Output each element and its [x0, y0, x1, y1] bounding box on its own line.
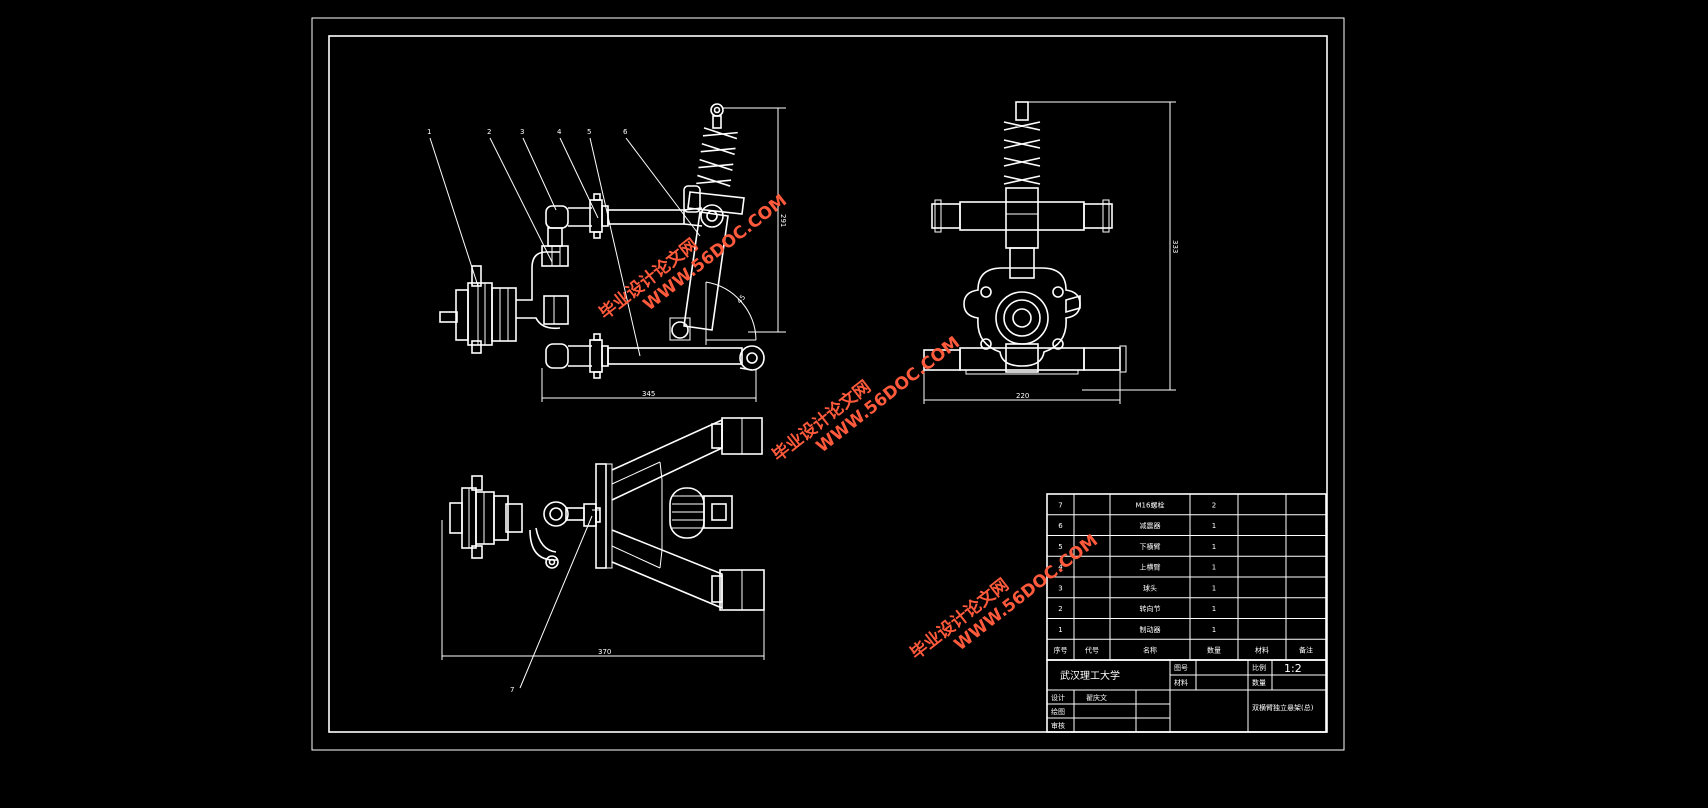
- drawing-title: 双横臂独立悬架(总): [1252, 703, 1314, 712]
- table-cell-qty: 1: [1212, 605, 1216, 613]
- front-height-dim: 291: [779, 214, 787, 227]
- table-cell-name: 球头: [1143, 583, 1157, 592]
- drafter-label: 绘图: [1051, 707, 1065, 716]
- front-angle-dim: 45: [735, 293, 747, 305]
- table-cell-name: M16螺栓: [1136, 500, 1165, 509]
- title-block: 武汉理工大学 图号 材料 比例 1:2 数量 设计 翟庆文 绘图 审核 双横臂独…: [1046, 659, 1327, 733]
- callout-6: 6: [623, 128, 628, 136]
- table-cell-no: 5: [1058, 543, 1062, 551]
- designer-label: 设计: [1051, 693, 1065, 702]
- watermark-3: 毕业设计论文网 WWW.56DOC.COM: [906, 531, 1102, 664]
- front-view: 45 291 345 1 2 3 4 5 6: [427, 103, 787, 402]
- side-view-spring: [1003, 121, 1041, 185]
- drawing-no-label: 图号: [1174, 664, 1188, 672]
- table-header-no: 序号: [1054, 646, 1068, 655]
- table-cell-qty: 1: [1212, 584, 1216, 592]
- table-cell-no: 6: [1058, 522, 1063, 530]
- top-view-lower-frame: [611, 529, 723, 610]
- callout-7: 7: [510, 686, 514, 694]
- table-cell-qty: 1: [1212, 564, 1216, 572]
- table-header-name: 名称: [1143, 646, 1157, 655]
- top-view-upper-frame: [611, 418, 723, 501]
- top-width-dim: 370: [598, 648, 611, 656]
- table-cell-qty: 1: [1212, 626, 1216, 634]
- front-view-upper-arm: [607, 209, 685, 225]
- callout-2: 2: [487, 128, 491, 136]
- front-view-knuckle: [516, 251, 560, 301]
- table-cell-qty: 1: [1212, 522, 1216, 530]
- table-cell-no: 7: [1058, 501, 1062, 509]
- sheet-outer-border: [311, 17, 1345, 751]
- table-cell-name: 减震器: [1140, 521, 1161, 530]
- table-cell-no: 3: [1058, 584, 1062, 592]
- front-view-spring: [696, 127, 738, 187]
- scale-label: 比例: [1252, 663, 1266, 672]
- side-view: 333 220: [923, 101, 1179, 404]
- table-cell-no: 1: [1058, 626, 1062, 634]
- side-view-upper-arm: [959, 201, 1085, 231]
- watermark-2: 毕业设计论文网 WWW.56DOC.COM: [768, 333, 964, 466]
- table-cell-no: 4: [1058, 564, 1063, 572]
- callout-4: 4: [557, 128, 562, 136]
- front-width-dim: 345: [642, 390, 655, 398]
- front-view-brake-disc: [467, 282, 493, 346]
- top-view: 370 7: [441, 417, 765, 694]
- callout-5: 5: [587, 128, 591, 136]
- table-cell-name: 下横臂: [1140, 542, 1161, 551]
- table-cell-qty: 2: [1212, 501, 1216, 509]
- side-width-dim: 220: [1016, 392, 1029, 400]
- watermark-1: 毕业设计论文网 WWW.56DOC.COM: [595, 191, 791, 324]
- table-header-qty: 数量: [1207, 646, 1221, 655]
- parts-list-table: 7 M16螺栓 2 6 减震器 1 5 下横臂 1 4 上横臂 1 3 球头 1 2 转向节 1 1 制动器 1 序号 代号…: [1046, 493, 1327, 661]
- callout-3: 3: [520, 128, 524, 136]
- side-height-dim: 333: [1171, 240, 1179, 253]
- table-cell-no: 2: [1058, 605, 1062, 613]
- watermark-3-url: WWW.56DOC.COM: [951, 531, 1102, 655]
- sheet-inner-border: [328, 35, 1328, 733]
- watermark-2-url: WWW.56DOC.COM: [813, 333, 964, 457]
- front-view-hub-stub: [439, 311, 458, 323]
- quantity-label: 数量: [1252, 678, 1266, 687]
- material-label: 材料: [1174, 678, 1188, 687]
- table-cell-name: 制动器: [1140, 625, 1161, 634]
- table-header-note: 备注: [1299, 646, 1313, 655]
- school-name: 武汉理工大学: [1060, 669, 1120, 682]
- table-cell-name: 上横臂: [1140, 563, 1161, 572]
- table-cell-qty: 1: [1212, 543, 1216, 551]
- callout-1: 1: [427, 128, 431, 136]
- scale-value: 1:2: [1284, 662, 1302, 675]
- designer-name: 翟庆文: [1086, 693, 1107, 702]
- table-cell-name: 转向节: [1140, 604, 1161, 613]
- table-header-code: 代号: [1085, 646, 1099, 655]
- front-view-lower-arm: [607, 347, 743, 365]
- side-view-hub-flange: [963, 267, 1081, 367]
- front-view-shock-body: [683, 211, 729, 331]
- table-header-material: 材料: [1255, 646, 1269, 655]
- reviewer-label: 审核: [1051, 721, 1065, 730]
